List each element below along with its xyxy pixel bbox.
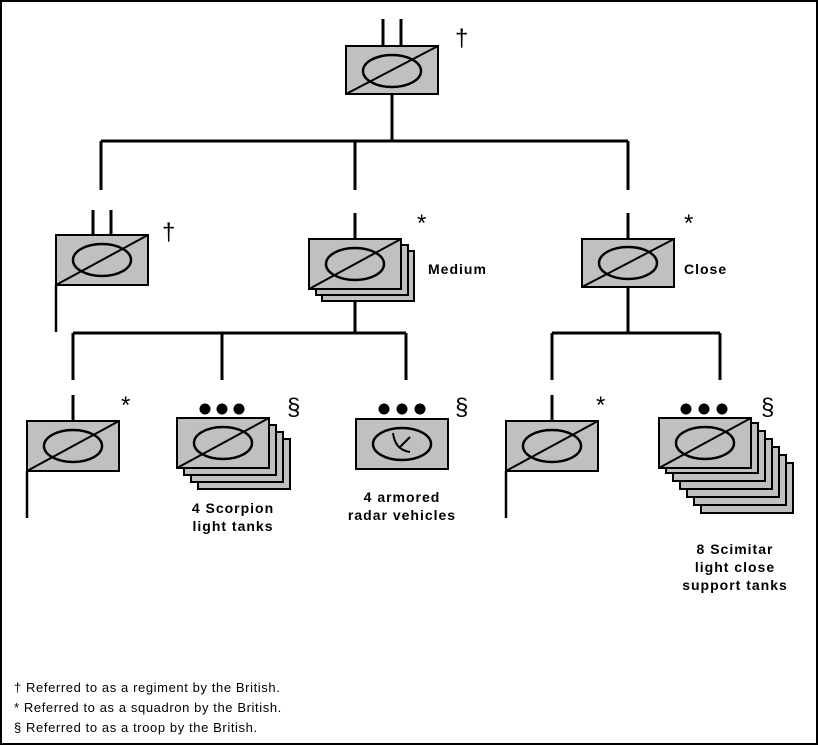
- footnotes: † Referred to as a regiment by the Briti…: [14, 680, 282, 735]
- scimitar-troop-section-mark: §: [761, 394, 774, 421]
- top-regiment-dagger: †: [455, 25, 468, 52]
- scorpion-label-line-2: light tanks: [192, 518, 273, 534]
- scimitar-label-line-2: light close: [695, 559, 775, 575]
- scimitar-label-line-1: 8 Scimitar: [697, 541, 774, 557]
- medium-squadron-label: Medium: [428, 261, 487, 277]
- footnote-troop: § Referred to as a troop by the British.: [14, 720, 258, 735]
- radar-troop-section-mark: §: [455, 394, 468, 421]
- scimitar-troop-unit-symbol: [658, 403, 794, 514]
- medium-hq-asterisk: *: [121, 392, 130, 419]
- radar-troop-unit-symbol: [355, 403, 449, 470]
- radar-label-line-2: radar vehicles: [348, 507, 456, 523]
- medium-squadron-asterisk: *: [417, 210, 426, 237]
- close-squadron-asterisk: *: [684, 210, 693, 237]
- footnote-regiment: † Referred to as a regiment by the Briti…: [14, 680, 280, 695]
- medium-squadron-unit-symbol: [308, 213, 415, 302]
- footnote-squadron: * Referred to as a squadron by the Briti…: [14, 700, 282, 715]
- scorpion-troop-unit-symbol: [176, 403, 291, 490]
- left-regiment-dagger: †: [162, 219, 175, 246]
- scorpion-label-line-1: 4 Scorpion: [192, 500, 274, 516]
- scimitar-label-line-3: support tanks: [682, 577, 788, 593]
- close-squadron-label: Close: [684, 261, 727, 277]
- medium-hq-unit-symbol: [25, 395, 120, 518]
- close-hq-asterisk: *: [596, 392, 605, 419]
- top-regiment-unit-symbol: [345, 19, 439, 95]
- hierarchy-connectors: [71, 95, 722, 380]
- close-hq-unit-symbol: [504, 395, 599, 518]
- scorpion-troop-section-mark: §: [287, 394, 300, 421]
- close-squadron-unit-symbol: [581, 213, 675, 288]
- left-regiment-unit-symbol: [54, 210, 149, 332]
- radar-label-line-1: 4 armored: [364, 489, 441, 505]
